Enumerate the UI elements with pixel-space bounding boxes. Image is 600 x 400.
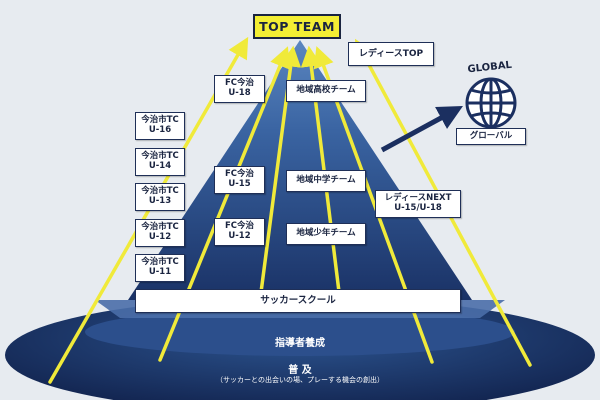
regional-youth-label: 地域少年チーム [296,228,356,239]
arrow-outer-left [48,36,249,384]
tc-u14-box: 今治市TC U-14 [135,148,185,176]
fc-u15-line1: FC今治 [224,169,255,180]
tc-u11-line1: 今治市TC [141,257,179,268]
globe-icon [465,77,517,129]
soccer-school-box: サッカースクール [135,289,461,313]
tc-u14-line2: U-14 [148,161,172,171]
tc-u16-line2: U-16 [148,125,172,135]
ladies-next-line1: レディースNEXT [384,193,452,204]
tc-u13-box: 今治市TC U-13 [135,183,185,211]
tc-u13-line1: 今治市TC [141,186,179,197]
ladies-top-box: レディースTOP [348,42,434,66]
global-caption: グローバル [469,130,513,141]
coach-training-label: 指導者養成 [275,338,325,349]
tc-u11-line2: U-11 [148,267,172,277]
tc-u12-line2: U-12 [148,232,172,242]
global-label: GLOBAL [467,60,513,76]
top-team-box: TOP TEAM [253,14,341,39]
regional-youth-box: 地域少年チーム [286,223,366,245]
ladies-top-label: レディースTOP [358,48,424,59]
regional-junior-high-label: 地域中学チーム [296,175,356,186]
tc-u14-line1: 今治市TC [141,151,179,162]
tc-u12-line1: 今治市TC [141,222,179,233]
ladies-next-box: レディースNEXT U-15/U-18 [375,190,461,218]
base-ellipse-inner [85,308,515,356]
fc-u15-box: FC今治 U-15 [214,166,265,194]
fc-u18-box: FC今治 U-18 [214,75,265,103]
fc-u18-line2: U-18 [228,88,251,98]
tc-u11-box: 今治市TC U-11 [135,254,185,282]
fc-u18-line1: FC今治 [224,78,255,89]
spread-subtitle: （サッカーとの出会いの場、プレーする機会の創出） [216,376,384,384]
regional-high-school-box: 地域高校チーム [286,80,366,102]
arrow-to-global [380,106,463,153]
fc-u12-line2: U-12 [228,231,251,241]
tc-u16-line1: 今治市TC [141,115,179,126]
ladies-next-line2: U-15/U-18 [394,203,442,213]
fc-u12-line1: FC今治 [224,221,255,232]
regional-high-school-label: 地域高校チーム [296,85,356,96]
tc-u16-box: 今治市TC U-16 [135,112,185,140]
tc-u13-line2: U-13 [148,196,172,206]
spread-title: 普 及 [288,365,312,376]
regional-junior-high-box: 地域中学チーム [286,170,366,192]
fc-u15-line2: U-15 [228,179,251,189]
fc-u12-box: FC今治 U-12 [214,218,265,246]
tc-u12-box: 今治市TC U-12 [135,219,185,247]
soccer-school-label: サッカースクール [260,294,336,306]
global-caption-box: グローバル [456,128,526,145]
